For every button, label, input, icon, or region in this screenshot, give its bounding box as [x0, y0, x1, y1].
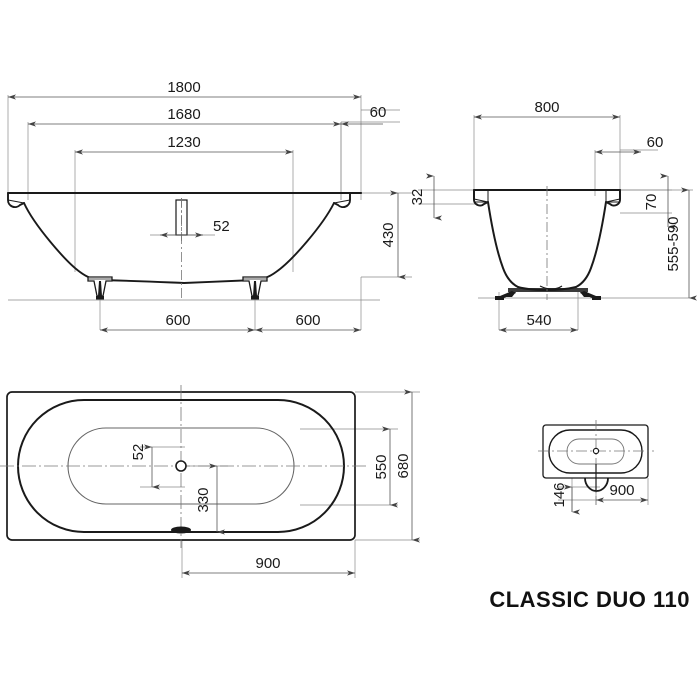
dimension-label: 330 [195, 487, 212, 512]
front-foot-left [87, 276, 113, 300]
dimension-label: 60 [370, 104, 387, 121]
dimension-trap-offset: 146 [551, 482, 580, 515]
dimension-label: 600 [165, 312, 190, 329]
dimension-label: 70 [643, 194, 660, 211]
dimension-waste-from-end: 900 [182, 555, 355, 576]
dimension-label: 540 [526, 312, 551, 329]
dimension-overall-height: 430 [380, 190, 406, 280]
dimension-foot-spacing-left: 600 [100, 312, 255, 333]
dimension-inner-length-top: 1680 [28, 106, 341, 127]
plan-view: 680 550 52 330 900 [0, 385, 420, 578]
dimension-label: 600 [295, 312, 320, 329]
dimension-label: 52 [213, 218, 230, 235]
dimension-label: 900 [609, 482, 634, 499]
dimension-rim-offset-front: 60 [341, 104, 387, 127]
plan-extension-lines [140, 391, 420, 578]
dimension-label: 800 [534, 99, 559, 116]
dimension-waste-width-front: 52 [160, 218, 230, 238]
dimension-label: 146 [551, 482, 568, 507]
dimension-label: 52 [130, 444, 147, 461]
side-support-frame [495, 285, 601, 300]
front-elevation-view: 1800 1680 1230 60 52 430 6 [7, 79, 412, 333]
dimension-overall-depth: 680 [395, 389, 420, 543]
dimension-label: 1680 [167, 106, 200, 123]
dimension-installed-height: 555-590 [665, 187, 697, 301]
dimension-rim-thickness: 32 [409, 173, 442, 221]
page-title: CLASSIC DUO 110 [489, 587, 690, 612]
detail-trap-arc [584, 477, 609, 492]
dimension-inner-depth: 550 [373, 426, 398, 508]
plan-waste-outlet [175, 460, 187, 472]
dimension-label: 32 [409, 189, 426, 206]
dimension-label: 680 [395, 453, 412, 478]
dimension-label: 1230 [167, 134, 200, 151]
front-foot-right [242, 276, 268, 300]
side-section-view: 800 60 32 70 555-590 540 [409, 99, 697, 333]
dimension-foot-span: 540 [499, 312, 578, 333]
dimension-rim-offset-side: 60 [595, 134, 664, 155]
detail-plan-view: 146 900 [538, 420, 654, 515]
front-extension-lines [7, 95, 412, 330]
plan-overflow-outlet [171, 526, 191, 534]
side-rim-detail [473, 189, 621, 203]
dimension-label: 550 [373, 454, 390, 479]
dimension-rim-drop: 70 [643, 173, 676, 230]
dimension-overall-length: 1800 [8, 79, 361, 100]
dimension-overall-width: 800 [474, 99, 620, 120]
front-rim-detail [7, 199, 351, 204]
dimension-label: 430 [380, 222, 397, 247]
dimension-foot-spacing-right: 600 [255, 312, 361, 333]
dimension-trap-position: 900 [596, 482, 648, 503]
dimension-label: 555-590 [665, 216, 682, 271]
dimension-label: 900 [255, 555, 280, 572]
detail-waste-outlet [592, 447, 600, 455]
dimension-label: 60 [647, 134, 664, 151]
dimension-waste-width-plan: 52 [130, 444, 160, 490]
dimension-inner-length-base: 1230 [75, 134, 293, 155]
dimension-label: 1800 [167, 79, 200, 96]
dimension-waste-to-edge: 330 [195, 463, 225, 535]
